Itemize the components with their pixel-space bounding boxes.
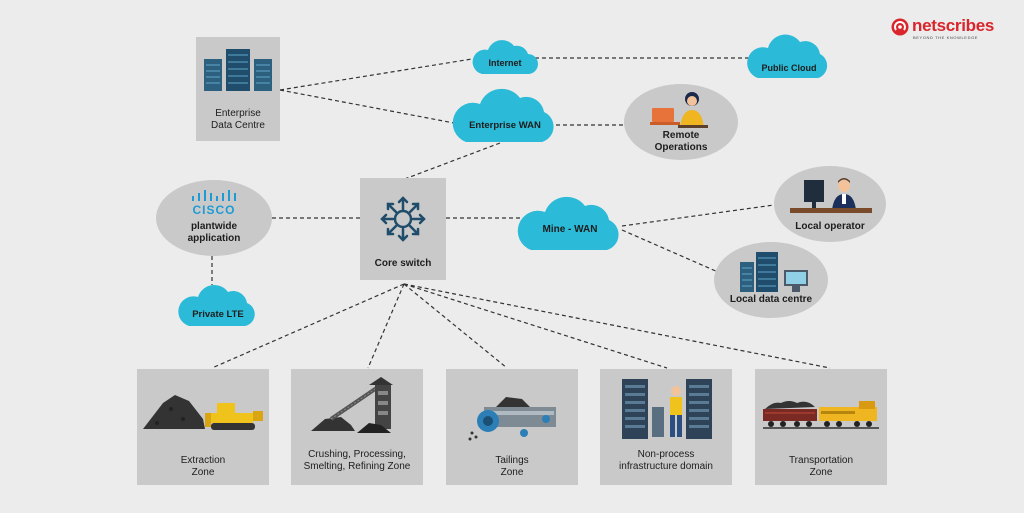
private-lte-label: Private LTE bbox=[192, 309, 244, 320]
internet-label: Internet bbox=[488, 58, 522, 68]
enterprise-dc-label-2: Data Centre bbox=[211, 120, 265, 131]
cisco-logo-text: CISCO bbox=[192, 203, 236, 217]
crushing-label-2: Smelting, Refining Zone bbox=[303, 461, 411, 472]
tailings-machine-icon bbox=[468, 397, 556, 441]
plantwide-label-1: plantwide bbox=[190, 221, 238, 232]
cloud-icon bbox=[452, 88, 554, 142]
server-rack-icon bbox=[204, 49, 272, 91]
tailings-label-2: Zone bbox=[500, 467, 524, 478]
conveyor-crusher-icon bbox=[311, 377, 393, 433]
remote-operations-node: Remote Operations bbox=[624, 84, 738, 160]
local-operator-node: Local operator bbox=[774, 166, 886, 242]
public-cloud-label: Public Cloud bbox=[761, 63, 817, 73]
cloud-icon bbox=[178, 284, 255, 326]
ore-train-icon bbox=[763, 401, 879, 429]
transportation-zone: Transportation Zone bbox=[755, 369, 887, 485]
local-data-centre-node: Local data centre bbox=[714, 242, 828, 318]
enterprise-wan-cloud: Enterprise WAN bbox=[452, 84, 558, 144]
extraction-zone: Extraction Zone bbox=[137, 369, 269, 485]
mine-wan-label: Mine - WAN bbox=[542, 224, 598, 235]
line-mine-localdc bbox=[621, 229, 719, 273]
nonprocess-label-2: infrastructure domain bbox=[619, 461, 713, 472]
remote-ops-label-2: Operations bbox=[654, 142, 708, 153]
mine-wan-cloud: Mine - WAN bbox=[517, 192, 623, 252]
public-cloud: Public Cloud bbox=[746, 32, 832, 80]
line-wan-core bbox=[401, 142, 501, 181]
crushing-zone: Crushing, Processing, Smelting, Refining… bbox=[291, 369, 423, 485]
cisco-plantwide-node: CISCO plantwide application bbox=[156, 180, 272, 256]
bulldozer-icon bbox=[143, 395, 263, 430]
line-dc-internet bbox=[279, 57, 479, 91]
line-dc-enterprise-wan bbox=[279, 89, 455, 124]
switch-arrows-icon bbox=[380, 196, 426, 242]
cloud-icon bbox=[517, 196, 619, 250]
cloud-icon bbox=[747, 34, 828, 78]
private-lte-cloud: Private LTE bbox=[178, 282, 258, 328]
transport-label-2: Zone bbox=[809, 467, 833, 478]
line-mine-operator bbox=[621, 204, 775, 227]
extraction-label-1: Extraction bbox=[180, 455, 226, 466]
local-server-icon bbox=[740, 252, 808, 292]
cloud-icon bbox=[472, 40, 538, 74]
line-core-nonprocess bbox=[403, 283, 668, 369]
internet-cloud: Internet bbox=[472, 36, 538, 76]
cisco-bars-icon bbox=[192, 190, 236, 201]
local-dc-label: Local data centre bbox=[729, 294, 813, 305]
brand-name: netscribes bbox=[912, 16, 995, 35]
netscribes-logo: netscribes BEYOND THE KNOWLEDGE bbox=[891, 16, 1001, 42]
line-core-tailings bbox=[403, 283, 508, 369]
core-switch-node: Core switch bbox=[360, 178, 446, 280]
line-core-crushing bbox=[367, 283, 405, 369]
transport-label-1: Transportation bbox=[788, 455, 854, 466]
nonprocess-label-1: Non-process bbox=[637, 449, 695, 460]
core-switch-label: Core switch bbox=[374, 258, 432, 269]
enterprise-dc-label-1: Enterprise bbox=[215, 108, 261, 119]
enterprise-data-centre-node: Enterprise Data Centre bbox=[196, 37, 280, 141]
brand-tagline: BEYOND THE KNOWLEDGE bbox=[913, 35, 979, 40]
operator-desk-icon bbox=[790, 178, 872, 213]
server-technician-icon bbox=[622, 379, 712, 439]
enterprise-wan-label: Enterprise WAN bbox=[469, 120, 541, 131]
extraction-label-2: Zone bbox=[191, 467, 215, 478]
non-process-domain: Non-process infrastructure domain bbox=[600, 369, 732, 485]
line-core-transport bbox=[403, 283, 831, 369]
remote-worker-icon bbox=[650, 92, 708, 128]
netscribes-logo-icon bbox=[891, 18, 909, 36]
plantwide-label-2: application bbox=[187, 233, 241, 244]
tailings-zone: Tailings Zone bbox=[446, 369, 578, 485]
crushing-label-1: Crushing, Processing, bbox=[308, 449, 406, 460]
remote-ops-label-1: Remote bbox=[662, 130, 700, 141]
local-operator-label: Local operator bbox=[795, 221, 865, 232]
tailings-label-1: Tailings bbox=[495, 455, 529, 466]
